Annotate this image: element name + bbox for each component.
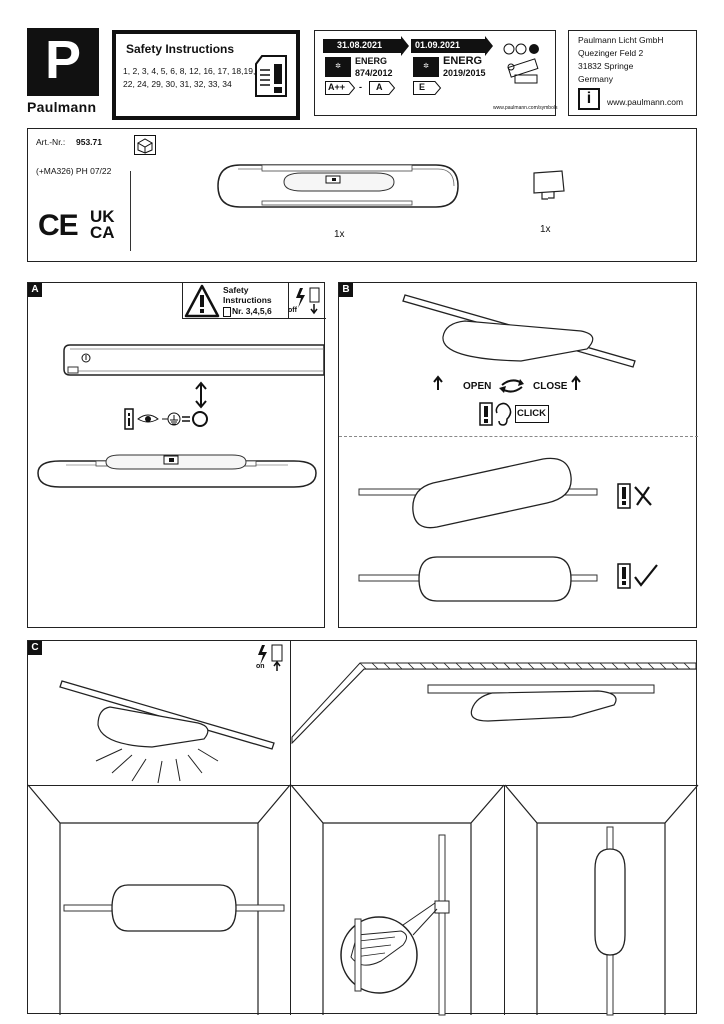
eu-flag-icon: ✲ [413,57,439,77]
panel-c: C on [27,640,699,1016]
ceiling-mounted-illustration [291,662,697,745]
panel-b: B OPEN CLOSE CLICK [338,282,698,628]
wrong-alignment-illustration [358,457,598,529]
ceiling-rail-illustration [63,344,325,376]
mounting-clip-illustration [533,170,565,200]
energy-reg-old: 874/2012 [355,68,393,78]
rotate-arrows-icon [499,379,524,393]
ukca-mark-line1: UK [90,207,115,226]
document-icon [223,307,231,317]
article-label: Art.-Nr.: [36,137,66,147]
lamp-underside-illustration [37,454,317,488]
safety-title: Safety Instructions [126,42,235,56]
panel-a-safety-title1: Safety [223,285,249,295]
date-old-arrow [323,39,401,53]
company-name: Paulmann Licht GmbH [578,35,664,45]
brand-logo: P [27,28,99,96]
company-street: Quezinger Feld 2 [578,48,644,58]
horizontal-divider [28,785,698,786]
class-new: E [419,82,426,92]
article-number: 953.71 [76,137,102,147]
company-city: 31832 Springe [578,61,634,71]
document-warning-icon [255,55,287,97]
open-label: OPEN [463,381,492,392]
class-tag-old-from [325,81,356,95]
panel-letter-b: B [339,283,353,297]
inspect-earth-connection-icon [124,408,208,430]
company-box: Paulmann Licht GmbH Quezinger Feld 2 318… [568,30,697,116]
product-box: Art.-Nr.: 953.71 (+MA326) PH 07/22 CE UK… [27,128,697,262]
lamp-quantity: 1x [334,229,345,240]
vertical-divider [290,641,291,785]
date-new-arrow [411,39,485,53]
close-label: CLOSE [533,381,568,392]
symbols-url: www.paulmann.com/symbols [493,105,558,111]
lamp-light-on-illustration [59,680,275,784]
arrow-right-icon [485,36,493,56]
vertical-divider [290,785,291,1015]
variant-code: (+MA326) PH 07/22 [36,166,112,176]
date-new: 01.09.2021 [415,40,461,50]
panel-a: A Safety Instructions Nr. 3,4,5,6 off [27,282,326,628]
wall-horizontal-illustration [27,784,291,1015]
ukca-mark-line2: CA [90,223,115,242]
class-tag-old-to [369,81,396,95]
class-old-from: A++ [328,82,346,92]
divider [288,283,289,319]
power-on-icon [258,644,283,671]
wall-vertical-illustration [504,784,699,1016]
dashed-divider [339,436,698,437]
arrow-right-icon [401,36,409,56]
double-arrow-icon [195,381,207,409]
safety-numbers-line1: 1, 2, 3, 4, 5, 6, 8, 12, 16, 17, 18,19, … [123,66,270,76]
wall-install-hand-illustration [290,784,505,1016]
off-label: off [288,307,297,314]
warning-icon [184,284,220,318]
class-dash: - [359,82,362,92]
info-listen-icon [479,402,512,426]
on-label: on [256,663,265,670]
clip-quantity: 1x [540,224,551,235]
divider [130,171,131,251]
panel-letter-a: A [28,283,42,297]
ceiling-lamp-illustration [217,164,459,208]
click-label-box [515,405,549,423]
energy-reg-new: 2019/2015 [443,68,486,78]
company-website: www.paulmann.com [607,97,684,107]
click-label: CLICK [517,408,547,419]
class-old-to: A [376,82,383,92]
correct-alignment-illustration [358,556,598,602]
rail-mounting-illustration [402,294,636,368]
energy-label-box: 31.08.2021 01.09.2021 ✲ ENERG 874/2012 ✲… [314,30,558,116]
date-old: 31.08.2021 [337,40,383,50]
panel-a-safety-ref: Nr. 3,4,5,6 [232,306,272,316]
logo-letter: P [44,30,82,90]
arrow-up-icon [433,375,443,390]
power-switch-icon [296,287,320,315]
symbols-icon [503,43,539,84]
correct-check-icon [617,563,658,589]
package-box-icon [134,135,156,155]
eu-flag-icon: ✲ [325,57,351,77]
class-tag-new [413,81,442,95]
energy-label-new-word: ENERG [443,55,483,67]
brand-name: Paulmann [27,99,97,115]
vertical-divider [504,785,505,1015]
safety-numbers-line2: 22, 24, 29, 30, 31, 32, 33, 34 [123,79,232,89]
info-icon: i [578,88,600,110]
panel-letter-c: C [28,641,42,655]
safety-instructions-box: Safety Instructions 1, 2, 3, 4, 5, 6, 8,… [112,30,300,120]
wrong-cross-icon [617,483,652,509]
energy-label-old-word: ENERG [355,56,388,66]
panel-a-safety-title2: Instructions [223,295,272,305]
arrow-up-icon [571,375,581,390]
company-country: Germany [578,74,613,84]
panel-a-safety-box [182,283,326,319]
ce-mark: CE [38,209,79,242]
